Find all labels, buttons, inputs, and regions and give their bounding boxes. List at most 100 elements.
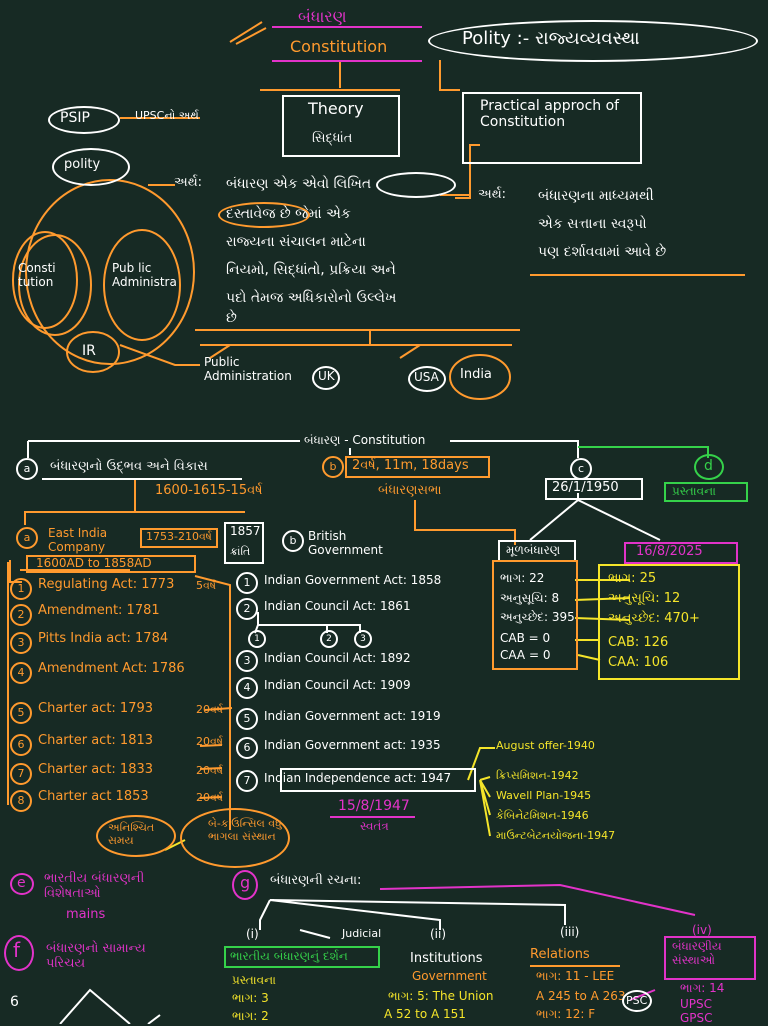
ii-label: (ii) xyxy=(430,927,447,941)
theory-box xyxy=(282,95,400,157)
left-act-span: 20વર્ષ xyxy=(196,703,223,716)
b-text: 2વર્ષ, 11m, 18days xyxy=(352,458,469,473)
now-header-box xyxy=(624,542,738,564)
year-1857: 1857 xyxy=(230,524,261,538)
date-1947: 15/8/1947 xyxy=(338,798,410,814)
d-box xyxy=(664,482,748,502)
right-act-number: 4 xyxy=(236,677,258,699)
meaning-line-1: બંધારણ એક એવો લિખિત xyxy=(226,176,372,192)
psip-note: UPSCનો અર્થ xyxy=(135,109,199,122)
right-act-label: Indian Government act: 1919 xyxy=(264,709,441,723)
iv-item-3: GPSC xyxy=(680,1011,713,1025)
right-act-label: Indian Council Act: 1892 xyxy=(264,651,411,665)
orig-item: અનુચ્છેદ: 395 xyxy=(500,610,575,624)
right-act-label: Indian Government act: 1935 xyxy=(264,738,441,752)
venn-public-admin: Pub lic Administra xyxy=(112,261,177,289)
usa-label: USA xyxy=(414,370,439,384)
venn-constitution: Consti tution xyxy=(18,261,56,289)
year-1857-sub: ક્રાંતિ xyxy=(230,545,251,558)
a-marker: a xyxy=(16,458,38,480)
judicial-label: Judicial xyxy=(342,927,382,940)
uk-oval xyxy=(312,366,340,390)
uk-label: UK xyxy=(318,369,335,383)
left-act-label: Amendment: 1781 xyxy=(38,603,160,618)
f-text: બંધારણનો સામાન્ય પરિચય xyxy=(46,941,146,971)
uncertain-oval xyxy=(96,815,176,857)
event-item: માઉન્ટબેટનયોજના-1947 xyxy=(496,829,616,842)
date-1947-underline xyxy=(330,816,415,818)
orig-header: મૂળબંધારણ xyxy=(506,543,561,557)
now-item: અનુચ્છેદ: 470+ xyxy=(608,611,700,626)
g-text: બંધારણની રચના: xyxy=(270,873,362,888)
left-bottom-2: બે-કાઉન્સિલ વધુ ભાગલા સંસ્થાન xyxy=(208,817,282,843)
independence-box xyxy=(280,768,476,792)
event-item: ક્રિપ્સમિશન-1942 xyxy=(496,769,579,782)
iv-item-2: UPSC xyxy=(680,997,713,1011)
left-act-label: Charter act: 1813 xyxy=(38,733,154,748)
orig-item: અનુસૂચિ: 8 xyxy=(500,591,560,605)
i-item-1: પ્રસ્તાવના xyxy=(232,973,276,987)
title-english: Constitution xyxy=(290,37,388,56)
b1-text: British Government xyxy=(308,529,383,557)
india-label: India xyxy=(460,367,492,382)
left-act-span: 20વર્ષ xyxy=(196,791,223,804)
e-marker: e xyxy=(17,875,26,891)
right-act-number: 2 xyxy=(236,598,258,620)
e-sub: mains xyxy=(66,907,106,922)
iv-box xyxy=(664,936,756,980)
likhit-oval xyxy=(376,172,456,198)
orig-item: CAB = 0 xyxy=(500,631,551,645)
psc-label: PSC xyxy=(626,994,648,1007)
c-box xyxy=(545,478,643,500)
psip-label: PSIP xyxy=(60,110,90,126)
left-act-number: 6 xyxy=(10,734,32,756)
now-item: CAB: 126 xyxy=(608,635,669,650)
a-text: બંધારણનો ઉદ્ભવ અને વિકાસ xyxy=(50,459,208,474)
public-admin-label: Public Administration xyxy=(204,355,292,383)
meaning-line-3: રાજ્યના સંચાલન માટેના xyxy=(226,234,366,250)
ii-item-2: A 52 to A 151 xyxy=(384,1007,466,1021)
polity-oval xyxy=(428,20,758,62)
sub-num-3: 3 xyxy=(354,630,372,648)
now-item: CAA: 106 xyxy=(608,655,669,670)
meaning-line-5: પદો તેમજ અધિકારોનો ઉલ્લેખ xyxy=(226,290,397,306)
left-act-label: Pitts India act: 1784 xyxy=(38,631,169,646)
title-underline-2 xyxy=(272,60,422,62)
i-label: (i) xyxy=(246,927,259,941)
theory-gu-label: સિદ્ધાંત xyxy=(312,131,353,146)
iii-label: (iii) xyxy=(560,925,580,939)
title-underline xyxy=(272,26,422,28)
left-act-number: 4 xyxy=(10,662,32,684)
f-marker: f xyxy=(13,938,21,962)
right-act-label: Indian Independence act: 1947 xyxy=(264,771,452,785)
meaning2-line-3: પણ દર્શાવવામાં આવે છે xyxy=(538,244,667,260)
orig-item: ભાગ: 22 xyxy=(500,571,545,585)
left-act-number: 1 xyxy=(10,578,32,600)
constitution-header: બંધારણ - Constitution xyxy=(300,433,430,448)
a1-years: 1600AD to 1858AD xyxy=(36,556,152,570)
venn-ir: IR xyxy=(82,343,96,359)
council-oval xyxy=(180,808,290,868)
left-act-number: 2 xyxy=(10,604,32,626)
right-act-label: Indian Council Act: 1861 xyxy=(264,599,411,613)
usa-oval xyxy=(408,366,446,392)
iv-text: બંધારણીય સંસ્થાઓ xyxy=(672,939,722,967)
event-item: August offer-1940 xyxy=(496,739,595,752)
a-underline xyxy=(42,478,242,480)
practical-box xyxy=(462,92,642,164)
title-gujarati: બંધારણ xyxy=(298,7,347,26)
left-act-label: Charter act 1853 xyxy=(38,789,149,804)
iv-label: (iv) xyxy=(692,923,712,937)
right-act-label: Indian Government Act: 1858 xyxy=(264,573,442,587)
a1-marker: a xyxy=(16,527,38,549)
iv-item-1: ભાગ: 14 xyxy=(680,981,725,995)
left-act-number: 8 xyxy=(10,790,32,812)
left-bottom-1: અનિશ્ચિત સમય xyxy=(108,821,155,847)
right-act-number: 1 xyxy=(236,572,258,594)
i-text: ભારતીય બંધારણનું દર્શન xyxy=(230,949,348,963)
i-box xyxy=(224,946,380,968)
d-text: પ્રસ્તાવના xyxy=(672,484,716,498)
right-act-number: 3 xyxy=(236,650,258,672)
theory-label: Theory xyxy=(308,99,364,118)
right-act-number: 7 xyxy=(236,770,258,792)
